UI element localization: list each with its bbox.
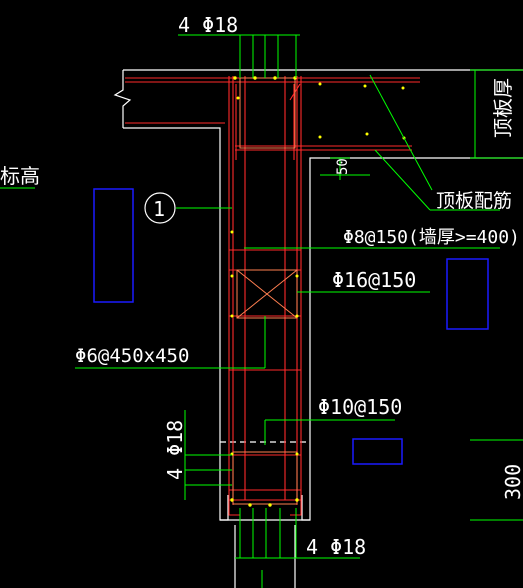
stirrup-lines <box>232 77 298 505</box>
tie-bars-label: Φ6@450x450 <box>75 345 189 367</box>
blue-boxes <box>93 188 489 465</box>
side-bars-label: 4 Φ18 <box>163 420 187 480</box>
section-marker-label: 1 <box>153 197 165 221</box>
dim-50-label: 50 <box>335 158 351 175</box>
elevation-label: 标高 <box>0 164 40 188</box>
right-bottom-label: 300 <box>501 464 523 500</box>
section-marker-circle <box>144 192 176 224</box>
bottom-bars-label: 4 Φ18 <box>306 535 366 559</box>
slab-reinforcement-label: 顶板配筋 <box>436 190 512 212</box>
distribution-bars-label: Φ8@150(墙厚>=400) <box>343 227 520 248</box>
leader-lines <box>0 34 523 588</box>
concrete-outline <box>113 69 523 588</box>
top-bars-label: 4 Φ18 <box>178 13 238 37</box>
right-top-label: 顶板厚 <box>491 78 515 138</box>
horizontal-bars-label: Φ16@150 <box>332 268 416 292</box>
stirrups-label: Φ10@150 <box>318 395 402 419</box>
